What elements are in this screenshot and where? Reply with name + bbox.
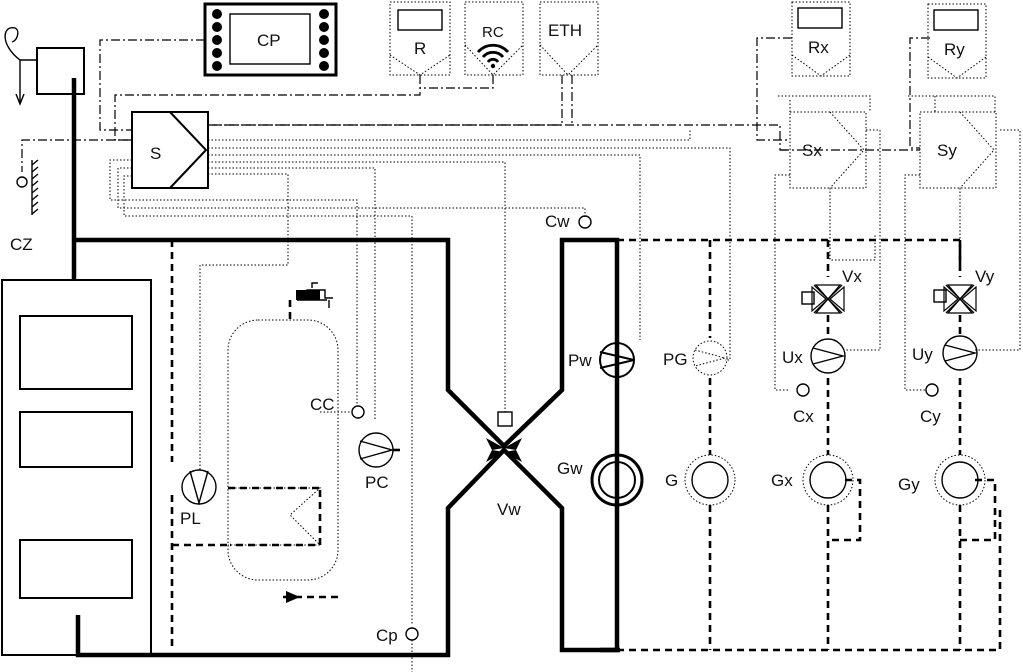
control-wiring [21,37,1021,625]
pump-ux: Ux [782,338,846,374]
sensor-cy: Cy [920,383,941,426]
pump-pl: PL [180,469,217,528]
s-label: S [150,144,161,163]
room-unit-r: R [389,1,451,76]
pw-label: Pw [568,351,592,370]
main-pipes [71,78,1002,658]
circuit-gx: Gx [771,454,854,506]
module-sy: Sy [919,111,997,189]
chimney [4,27,85,106]
ethernet-module-eth: ETH [539,1,599,76]
gw-label: Gw [557,459,583,478]
diverter-valve-vw: Vw [486,411,522,519]
gy-label: Gy [898,475,920,494]
room-unit-ry: Ry [927,3,987,79]
cw-label: Cw [545,212,570,231]
sx-label: Sx [802,141,822,160]
g-label: G [665,471,678,490]
outdoor-sensor-cz: CZ [10,159,39,254]
rx-label: Rx [808,38,829,57]
controller-s: S [131,111,209,189]
pg-label: PG [663,350,688,369]
hot-water-tank [227,282,339,581]
circuit-g: G [665,454,736,506]
remote-unit-rc: RC [464,1,524,76]
mixing-valve-vx: Vx [801,267,862,314]
circuit-gy: Gy [898,454,986,506]
pump-pw: Pw [568,342,635,378]
vy-label: Vy [975,267,995,286]
r-label: R [414,39,426,58]
cold-inlet-arrow [286,591,300,603]
ux-label: Ux [782,348,803,367]
cy-label: Cy [920,407,941,426]
sensor-cx: Cx [793,383,814,426]
vx-label: Vx [842,267,862,286]
exchanger-gw: Gw [557,453,644,507]
uy-label: Uy [912,345,933,364]
rc-label: RC [482,24,504,41]
cz-label: CZ [10,235,33,254]
pl-label: PL [180,509,201,528]
sensor-cp: Cp [376,626,419,672]
cc-label: CC [310,395,335,414]
wifi-icon [476,43,510,63]
mixing-valve-vy: Vy [933,267,995,314]
room-unit-rx: Rx [791,1,851,77]
sensor-cc: CC [310,395,365,419]
module-sx: Sx [789,111,867,189]
sy-label: Sy [937,141,957,160]
cp-sensor-label: Cp [376,626,398,645]
pump-pg: PG [663,340,728,376]
eth-label: ETH [548,21,582,40]
ry-label: Ry [944,40,965,59]
gx-label: Gx [771,471,793,490]
boiler [1,279,152,656]
cx-label: Cx [793,407,814,426]
vw-label: Vw [497,500,521,519]
cp-label: CP [257,31,281,50]
sensor-cw: Cw [545,212,592,231]
pc-label: PC [365,473,389,492]
control-panel-cp: CP [203,2,338,77]
pump-pc: PC [358,432,395,492]
pump-uy: Uy [912,335,978,371]
tap-icon [311,282,318,288]
